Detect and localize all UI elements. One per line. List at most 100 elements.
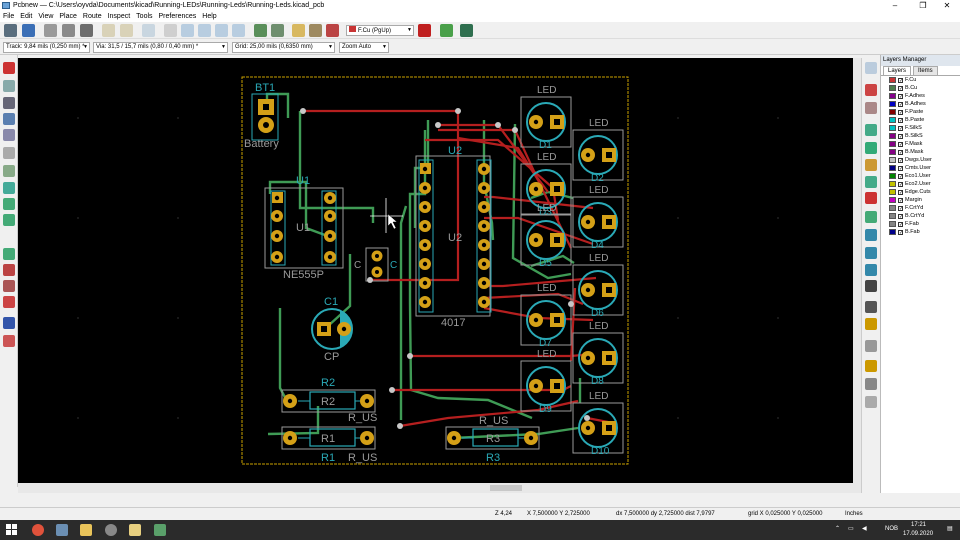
u1-ne555-footprint[interactable]: U1 U1 NE555P [264,175,344,281]
find-icon[interactable] [142,24,155,37]
zoom-selection-icon[interactable] [232,24,245,37]
tab-layers[interactable]: Layers [883,66,912,75]
drc-icon[interactable] [309,24,322,37]
notification-icon[interactable]: ▤ [947,526,953,532]
tray-chevron-icon[interactable]: ⌃ [835,526,841,532]
layer-color-swatch[interactable] [889,205,896,211]
layer-row[interactable]: ✓Cmts.User [881,164,960,172]
tray-volume-icon[interactable]: ◀ [862,526,867,532]
layer-color-swatch[interactable] [889,117,896,123]
pcb-canvas[interactable]: BT1 Battery U1 U1 NE555P C C [18,58,853,483]
tray-time[interactable]: 17:21 [911,522,927,528]
page-settings-icon[interactable] [44,24,57,37]
layer-color-swatch[interactable] [889,197,896,203]
layer-color-swatch[interactable] [889,229,896,235]
delete-tool-icon[interactable] [865,340,877,352]
menu-view[interactable]: View [38,13,54,20]
grid-toggle-icon[interactable] [3,80,15,92]
layer-visibility-checkbox[interactable]: ✓ [898,181,904,188]
layer-row[interactable]: ✓F.Paste [881,108,960,116]
select-tool-icon[interactable] [865,62,877,74]
units-mm-icon[interactable] [3,129,15,141]
grid-origin-icon[interactable] [865,378,877,390]
layer-visibility-checkbox[interactable]: ✓ [898,109,904,116]
layer-color-swatch[interactable] [889,101,896,107]
layer-color-swatch[interactable] [889,181,896,187]
app-icon[interactable] [105,524,117,536]
battery-footprint[interactable]: BT1 Battery [244,82,279,150]
layer-visibility-checkbox[interactable]: ✓ [898,165,904,172]
layer-color-swatch[interactable] [889,77,896,83]
layer-color-swatch[interactable] [889,141,896,147]
r3-resistor-footprint[interactable]: R_US R3 R3 [445,415,540,464]
microwave-tools-icon[interactable] [3,335,15,347]
footprint-browser-icon[interactable] [271,24,284,37]
auto-delete-tracks-icon[interactable] [3,198,15,210]
layer-row[interactable]: ✓F.Adhes [881,92,960,100]
ratsnest-icon[interactable] [3,165,15,177]
zoom-select[interactable]: Zoom Auto▼ [339,42,389,53]
r2-resistor-footprint[interactable]: R2 R2 R_US [281,377,377,424]
menu-edit[interactable]: Edit [20,13,33,20]
layer-row[interactable]: ✓B.Paste [881,116,960,124]
add-zone-icon[interactable] [865,176,877,188]
layer-visibility-checkbox[interactable]: ✓ [898,117,904,124]
redo-icon[interactable] [120,24,133,37]
draw-line-icon[interactable] [865,211,877,223]
tray-date[interactable]: 17.09.2020 [903,531,934,537]
grid-select[interactable]: Grid: 25,00 mils (0,6350 mm)▼ [232,42,335,53]
layer-row[interactable]: ✓F.Fab [881,220,960,228]
u2-4017-footprint[interactable]: U2 U2 4017 [415,145,492,329]
menu-tools[interactable]: Tools [136,13,153,20]
layer-visibility-checkbox[interactable]: ✓ [898,141,904,148]
horizontal-scroll-thumb[interactable] [490,485,522,491]
layer-row[interactable]: ✓Dwgs.User [881,156,960,164]
layer-visibility-checkbox[interactable]: ✓ [898,77,904,84]
layer-visibility-checkbox[interactable]: ✓ [898,205,904,212]
layer-row[interactable]: ✓F.CrtYd [881,204,960,212]
pcbnew-taskbar-icon[interactable] [154,524,166,536]
horizontal-scrollbar[interactable] [18,483,861,493]
layer-visibility-checkbox[interactable]: ✓ [898,85,904,92]
highlight-net-icon[interactable] [865,84,877,96]
capacitor-c-footprint[interactable]: C C [354,247,397,282]
layer-row[interactable]: ✓B.SilkS [881,132,960,140]
kicad-icon[interactable] [129,524,141,536]
layer-color-swatch[interactable] [889,173,896,179]
layer-visibility-checkbox[interactable]: ✓ [898,125,904,132]
c1-electrolytic-footprint[interactable]: C1 CP [311,296,353,363]
layer-color-swatch[interactable] [889,109,896,115]
via-size-select[interactable]: Via: 31,5 / 15,7 mils (0,80 / 0,40 mm) *… [93,42,228,53]
layer-pair-icon[interactable] [418,24,431,37]
layer-visibility-checkbox[interactable]: ✓ [898,197,904,204]
layer-row[interactable]: ✓F.Cu [881,76,960,84]
keepout-area-icon[interactable] [865,192,877,204]
layers-manager-icon[interactable] [3,317,15,329]
layer-visibility-checkbox[interactable]: ✓ [898,101,904,108]
netlist-icon[interactable] [292,24,305,37]
zoom-fit-icon[interactable] [215,24,228,37]
layer-visibility-checkbox[interactable]: ✓ [898,157,904,164]
layer-visibility-checkbox[interactable]: ✓ [898,173,904,180]
layer-visibility-checkbox[interactable]: ✓ [898,133,904,140]
r1-resistor-footprint[interactable]: R1 R1 R_US [281,426,377,464]
tray-network-icon[interactable]: ▭ [848,526,854,532]
local-ratsnest-tool-icon[interactable] [865,102,877,114]
layer-visibility-checkbox[interactable]: ✓ [898,213,904,220]
track-width-select[interactable]: Track: 9,84 mils (0,250 mm) *▼ [3,42,90,53]
layer-row[interactable]: ✓B.Fab [881,228,960,236]
local-ratsnest-icon[interactable] [3,182,15,194]
layer-color-swatch[interactable] [889,85,896,91]
menu-help[interactable]: Help [202,13,217,20]
layer-color-swatch[interactable] [889,93,896,99]
footprint-editor-icon[interactable] [254,24,267,37]
close-button[interactable]: ✕ [943,1,951,10]
layer-color-swatch[interactable] [889,157,896,163]
layer-row[interactable]: ✓F.SilkS [881,124,960,132]
menu-inspect[interactable]: Inspect [107,13,131,20]
